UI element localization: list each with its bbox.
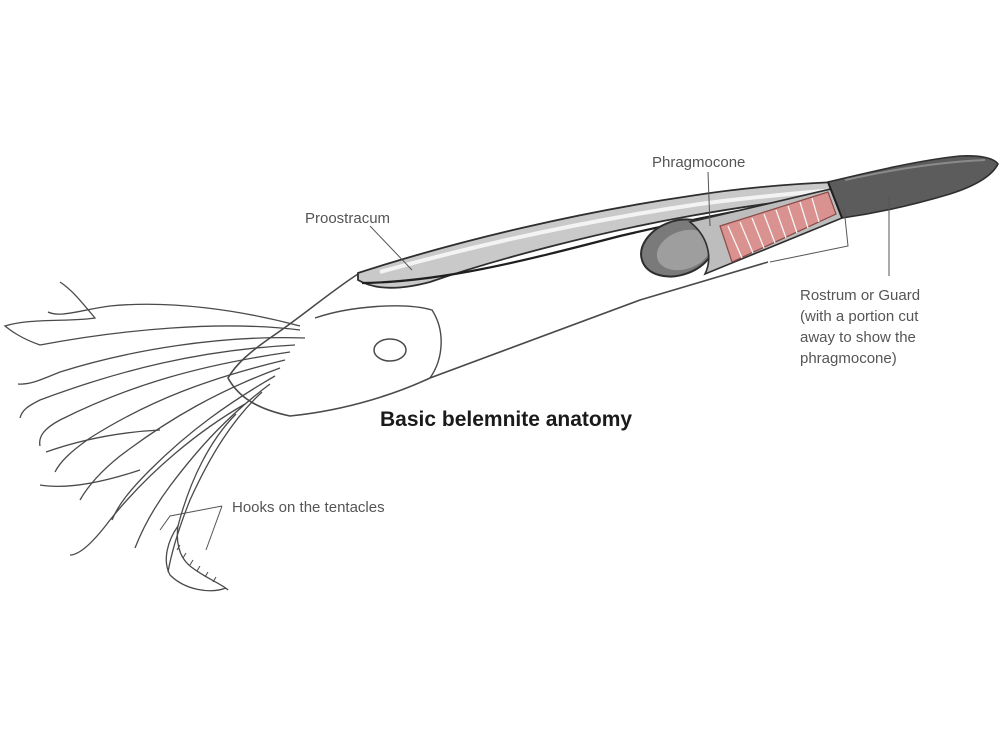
phragmocone-septa — [727, 197, 820, 259]
label-rostrum-line-2: (with a portion cut — [800, 308, 919, 325]
label-proostracum: Proostracum — [305, 210, 391, 227]
hooks-leader — [159, 505, 223, 551]
phragmocone-opening-inner — [656, 229, 712, 271]
label-hooks: Hooks on the tentacles — [232, 499, 385, 516]
proostracum-leader — [369, 225, 413, 271]
eye — [373, 338, 407, 362]
tentacle-hooks — [176, 544, 217, 583]
label-rostrum-line-4: phragmocone) — [800, 350, 897, 367]
rostrum-guard — [826, 155, 999, 219]
rostrum-cut-edge — [827, 181, 843, 219]
tentacles — [3, 281, 306, 592]
mantle-lower-edge — [429, 299, 641, 379]
label-phragmocone: Phragmocone — [652, 154, 746, 171]
leader-lines — [159, 171, 890, 551]
diagram-title: Basic belemnite anatomy — [380, 408, 633, 431]
phragmocone-leader — [707, 171, 711, 227]
rostrum-highlight — [844, 159, 986, 181]
proostracum-highlight — [379, 188, 836, 274]
mantle-outline — [227, 261, 769, 417]
rostrum-bracket — [769, 207, 849, 263]
label-rostrum-line-1: Rostrum or Guard — [800, 287, 921, 304]
label-rostrum-line-3: away to show the — [800, 329, 916, 346]
head-outline — [314, 305, 442, 379]
